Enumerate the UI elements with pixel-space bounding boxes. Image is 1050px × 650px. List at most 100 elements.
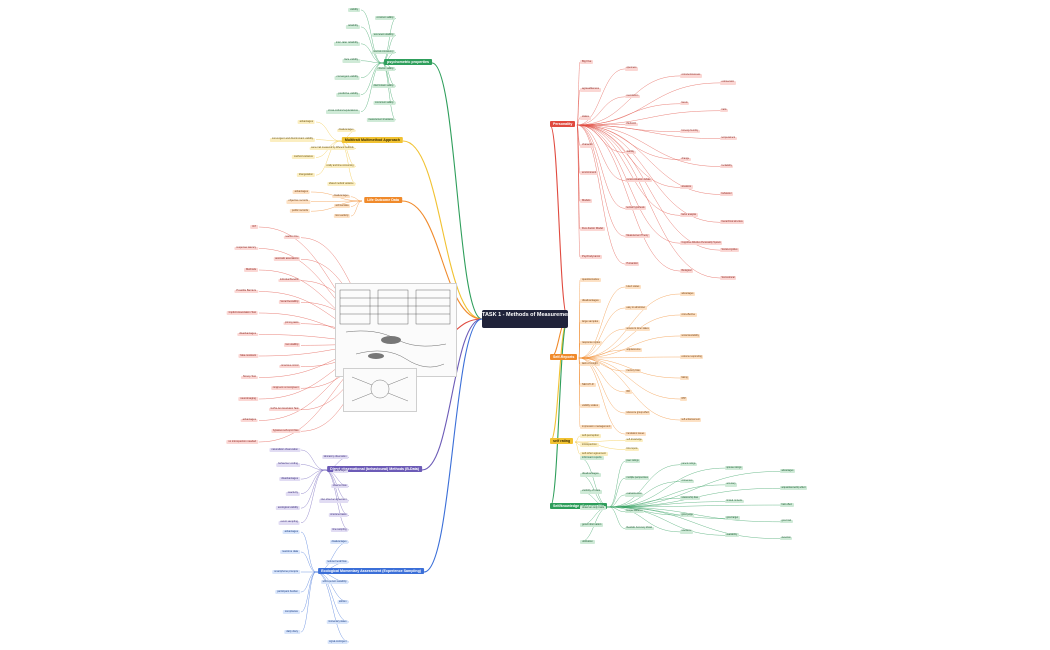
topic-personality-20[interactable]: Models (580, 198, 593, 204)
topic-knowledgeable-0[interactable]: informant reports (580, 455, 604, 460)
topic-implicit-17[interactable]: Go/No-Go Association Task (268, 407, 300, 412)
topic-ema-4[interactable]: smartphone prompts (272, 569, 300, 574)
topic-selfreports-4[interactable]: easy to administer (625, 306, 647, 310)
topic-ema-1[interactable]: disadvantages (330, 540, 348, 544)
topic-selfreports-7[interactable]: access to inner states (625, 327, 651, 331)
topic-selfreports-18[interactable]: validity scales (580, 403, 601, 408)
topic-personality-17[interactable]: person-situation debate (625, 178, 653, 183)
topic-personality-18[interactable]: situations (680, 185, 693, 190)
branch-mtmm[interactable]: Multitrait Multimethod Approach (341, 137, 403, 144)
topic-ema-7[interactable]: attrition (337, 600, 348, 604)
topic-knowledgeable-5[interactable]: disadvantages (580, 472, 601, 477)
branch-direct[interactable]: Direct observational (behavioural) Metho… (327, 466, 422, 473)
topic-selfrating-1[interactable]: self-knowledge (625, 438, 644, 443)
topic-direct-7[interactable]: inter-observer agreement (319, 498, 348, 503)
topic-personality-8[interactable]: states (580, 115, 591, 120)
topic-direct-9[interactable]: structured tasks (328, 513, 348, 518)
topic-mtmm-0[interactable]: advantages (297, 119, 315, 124)
topic-knowledgeable-9[interactable]: acquaintanceship effect (780, 486, 808, 490)
topic-psychometric-9[interactable]: discriminant validity (372, 84, 395, 88)
topic-selfreports-11[interactable]: extreme responding (680, 355, 704, 359)
topic-knowledgeable-11[interactable]: evaluativeness (625, 492, 644, 497)
topic-knowledgeable-1[interactable]: peer ratings (625, 459, 641, 463)
topic-personality-1[interactable]: openness (625, 66, 638, 71)
topic-selfreports-20[interactable]: self-enhancement (680, 418, 702, 422)
topic-implicit-7[interactable]: Social Desirability (278, 300, 300, 304)
topic-personality-14[interactable]: change (680, 157, 691, 162)
topic-personality-28[interactable]: Psychodynamic (580, 254, 603, 260)
topic-implicit-0[interactable]: IAT (250, 224, 258, 229)
topic-lifeoutcome-1[interactable]: disadvantages (332, 194, 350, 199)
topic-psychometric-13[interactable]: measurement invariance (366, 118, 395, 122)
topic-knowledgeable-24[interactable]: detection (780, 536, 793, 541)
topic-selfreports-6[interactable]: large samples (580, 319, 601, 324)
topic-selfreports-15[interactable]: NEO-PI-R (580, 382, 596, 387)
topic-implicit-3[interactable]: automatic associations (273, 257, 300, 261)
topic-selfreports-9[interactable]: response styles (580, 340, 603, 345)
topic-personality-0[interactable]: Big Five (580, 59, 594, 64)
topic-personality-12[interactable]: character (580, 143, 595, 148)
topic-selfreports-0[interactable]: questionnaires (580, 277, 601, 282)
topic-personality-15[interactable]: heritability (720, 164, 734, 169)
topic-direct-5[interactable]: observer bias (331, 484, 348, 488)
topic-personality-23[interactable]: hierarchical structure (720, 220, 745, 224)
topic-personality-19[interactable]: behaviour (720, 192, 734, 197)
topic-implicit-16[interactable]: neuroimaging (238, 396, 258, 401)
topic-personality-3[interactable]: extraversion (720, 80, 736, 85)
topic-knowledgeable-16[interactable]: unique variance (625, 509, 645, 514)
topic-mtmm-1[interactable]: disadvantages (337, 128, 355, 133)
topic-ema-6[interactable]: participant burden (275, 589, 300, 594)
topic-knowledgeable-20[interactable]: good information (580, 522, 604, 528)
topic-selfrating-3[interactable]: blind spots (625, 447, 639, 452)
topic-lifeoutcome-4[interactable]: public records (289, 208, 310, 214)
topic-lifeoutcome-3[interactable]: archival data (333, 204, 350, 209)
topic-psychometric-2[interactable]: reliability (345, 24, 360, 29)
topic-personality-27[interactable]: Social-cognitive (720, 248, 740, 252)
topic-direct-1[interactable]: laboratory observation (322, 455, 348, 459)
topic-lifeoutcome-2[interactable]: objective records (286, 199, 310, 204)
topic-knowledgeable-10[interactable]: visibility of traits (580, 489, 603, 494)
topic-psychometric-7[interactable]: criterion validity (376, 67, 395, 71)
topic-psychometric-5[interactable]: internal consistency (371, 50, 395, 54)
topic-psychometric-3[interactable]: test-retest reliability (372, 33, 395, 38)
topic-ema-9[interactable]: momentary states (326, 620, 348, 624)
topic-implicit-1[interactable]: reaction time (283, 235, 300, 240)
topic-implicit-18[interactable]: advantages (240, 418, 258, 423)
topic-lifeoutcome-5[interactable]: low reactivity (333, 214, 350, 218)
topic-knowledgeable-6[interactable]: multiple perspectives (625, 476, 650, 480)
branch-psychometric[interactable]: psychometric properties (384, 59, 432, 66)
topic-personality-4[interactable]: agreeableness (580, 87, 602, 92)
topic-knowledgeable-2[interactable]: parent ratings (680, 462, 698, 467)
topic-selfreports-1[interactable]: Likert scales (625, 285, 641, 289)
topic-psychometric-6[interactable]: face validity (342, 58, 360, 63)
topic-personality-10[interactable]: honesty-humility (680, 129, 700, 134)
topic-mtmm-2[interactable]: convergent and discriminant validity (269, 137, 315, 142)
topic-implicit-10[interactable]: disadvantages (237, 332, 258, 337)
topic-selfrating-2[interactable]: introspection (580, 442, 599, 447)
topic-psychometric-0[interactable]: validity (348, 7, 360, 12)
topic-personality-29[interactable]: Humanistic (625, 262, 640, 266)
branch-ema[interactable]: Ecological Momentary Assessment (Experie… (318, 568, 424, 575)
topic-personality-21[interactable]: lexical hypothesis (625, 206, 647, 210)
topic-mtmm-4[interactable]: method variance (291, 154, 315, 160)
topic-personality-31[interactable]: Sociocultural (720, 276, 737, 280)
topic-selfreports-12[interactable]: lack of insight (580, 361, 600, 366)
topic-implicit-13[interactable]: conscious control (279, 364, 300, 369)
topic-implicit-4[interactable]: Methods (244, 267, 258, 272)
topic-direct-8[interactable]: ecological validity (275, 505, 300, 511)
topic-implicit-15[interactable]: congruent vs incongruent (271, 386, 300, 390)
topic-implicit-9[interactable]: priming tasks (283, 321, 300, 326)
topic-ema-11[interactable]: signal-contingent (327, 640, 348, 644)
topic-knowledgeable-23[interactable]: availability (725, 533, 739, 537)
topic-personality-30[interactable]: Biological (680, 269, 693, 273)
topic-implicit-20[interactable]: no introspection needed (226, 439, 258, 444)
topic-personality-25[interactable]: Measurement Theory (625, 234, 650, 238)
topic-knowledgeable-4[interactable]: advantages (780, 469, 795, 474)
topic-knowledgeable-22[interactable]: relevance (680, 529, 693, 534)
topic-mtmm-3[interactable]: same trait measured by different methods (309, 146, 355, 151)
topic-knowledgeable-19[interactable]: good trait (780, 519, 793, 524)
topic-implicit-2[interactable]: response latency (234, 246, 258, 251)
topic-psychometric-4[interactable]: inter-rater reliability (333, 41, 360, 46)
topic-knowledgeable-14[interactable]: halo effect (780, 503, 794, 507)
